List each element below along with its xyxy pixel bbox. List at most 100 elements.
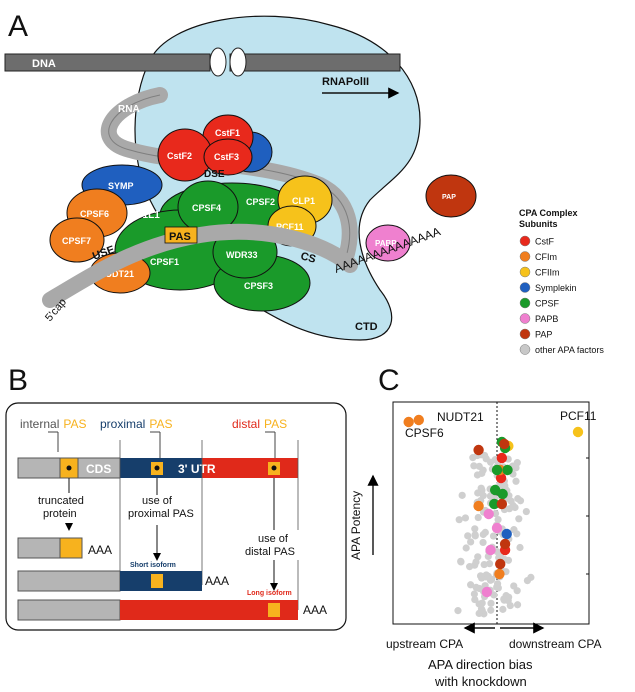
label-pcf11-c: PCF11	[560, 409, 597, 423]
cds-label: CDS	[86, 462, 111, 476]
point-other	[494, 515, 502, 524]
point-other	[469, 454, 477, 462]
point-other	[485, 560, 494, 568]
point-other	[480, 560, 488, 569]
point-other	[488, 575, 496, 584]
point-other	[475, 600, 483, 608]
label-cpsf2: CPSF2	[246, 197, 275, 207]
point-cfiim	[572, 426, 584, 438]
point-other	[455, 516, 463, 524]
point-other	[516, 543, 524, 552]
point-other	[502, 592, 510, 600]
legend-label-3: Symplekin	[535, 283, 577, 293]
pas-label: PAS	[169, 231, 191, 243]
legend-label-2: CFIIm	[535, 268, 560, 278]
truncated-1: truncated	[38, 495, 84, 507]
legend-title-2: Subunits	[519, 219, 558, 229]
point-other	[523, 576, 532, 585]
point-cstf	[495, 472, 507, 484]
use-proximal-1: use of	[142, 495, 173, 507]
point-other	[471, 525, 479, 533]
point-cstf	[496, 452, 508, 464]
point-other	[475, 609, 483, 618]
point-other	[470, 590, 478, 598]
use-proximal-2: proximal PAS	[128, 508, 194, 520]
y-axis-label: APA Potency	[349, 491, 363, 560]
point-other	[514, 495, 522, 503]
rna-front	[42, 223, 358, 308]
point-other	[487, 606, 495, 614]
scatter-points	[403, 414, 584, 618]
label-cstf3: CstF3	[214, 152, 239, 162]
legend-swatch-6	[519, 328, 531, 340]
legend-swatch-0	[519, 235, 531, 247]
point-other	[464, 532, 472, 540]
label-cstf1: CstF1	[215, 128, 240, 138]
legend-label-5: PAPB	[535, 314, 558, 324]
utr-distal-bar	[202, 458, 298, 478]
point-other	[501, 482, 509, 490]
dna-hole-right	[229, 47, 247, 77]
point-cpsf	[497, 488, 508, 500]
legend-label-0: CstF	[535, 237, 555, 247]
legend-label-6: PAP	[535, 330, 552, 340]
label-cpsf4: CPSF4	[192, 203, 221, 213]
point-other	[474, 513, 482, 522]
point-other	[507, 497, 515, 505]
point-other	[512, 464, 520, 472]
point-papb	[485, 544, 496, 556]
legend-swatch-4	[519, 297, 531, 309]
long-isoform: Long isoform	[247, 590, 292, 597]
dse-label: DSE	[204, 169, 225, 180]
legend-swatch-1	[519, 251, 531, 262]
point-other	[487, 599, 495, 607]
label-pabp: PABP	[375, 239, 397, 248]
label-nudt21-c: NUDT21	[437, 410, 484, 424]
point-other	[513, 530, 521, 538]
point-pap	[499, 438, 510, 450]
ctd-label: CTD	[355, 321, 378, 333]
point-pap	[499, 538, 511, 550]
legend-label-1: CFIm	[535, 252, 557, 262]
label-cpsf3: CPSF3	[244, 281, 273, 291]
point-pap	[473, 444, 484, 456]
truncated-2: protein	[43, 508, 77, 520]
panel-a-letter: A	[8, 10, 28, 43]
protein-cpsf7	[49, 217, 105, 263]
label-fip1l1: FIP1L1	[127, 210, 160, 221]
label-cpsf7: CPSF7	[62, 236, 91, 246]
point-other	[512, 477, 520, 485]
label-wdr33: WDR33	[226, 250, 258, 260]
short-isoform: Short isoform	[130, 562, 176, 569]
panel-c-letter: C	[378, 364, 400, 397]
label-cpsf6: CPSF6	[80, 209, 109, 219]
utr-label: 3' UTR	[178, 462, 216, 476]
point-other	[475, 462, 483, 470]
x-label-2: with knockdown	[434, 674, 527, 689]
point-other	[462, 544, 470, 552]
label-cstf2: CstF2	[167, 151, 192, 161]
legend-a: CPA Complex Subunits CstFCFImCFIImSymple…	[519, 208, 604, 355]
point-papb	[491, 522, 503, 534]
legend-swatch-5	[519, 313, 531, 324]
point-other	[511, 503, 519, 512]
point-papb	[483, 508, 494, 520]
point-other	[494, 584, 502, 592]
legend-swatch-3	[519, 282, 531, 293]
point-other	[486, 458, 495, 466]
point-other	[471, 531, 479, 539]
point-other	[479, 538, 487, 547]
point-other	[472, 583, 480, 591]
point-other	[461, 514, 470, 522]
point-other	[454, 607, 462, 615]
label-cpsf1: CPSF1	[150, 257, 179, 267]
point-other	[505, 505, 514, 513]
protein-pabp	[365, 224, 411, 262]
dna-bar-right	[229, 53, 401, 72]
point-cpsf	[491, 464, 503, 476]
point-other	[513, 601, 522, 609]
cs-label: CS	[299, 250, 317, 266]
x-label-1: APA direction bias	[428, 657, 533, 672]
